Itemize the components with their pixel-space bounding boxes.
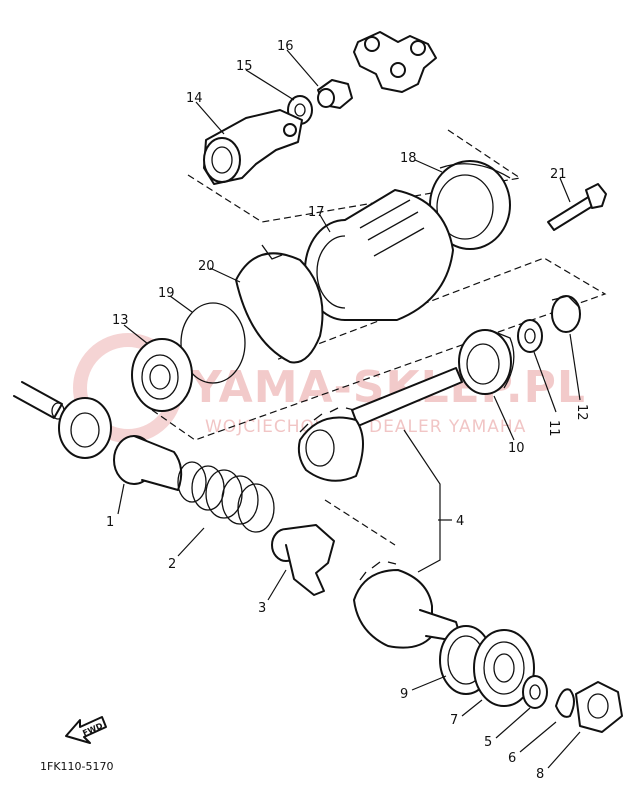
- o-ring-part-19: [180, 302, 246, 384]
- callout-17: 17: [308, 205, 325, 220]
- bolt-part-21: [547, 183, 607, 231]
- pinion-shaft: [297, 367, 463, 482]
- universal-joint: [353, 31, 437, 93]
- housing-part-17: [304, 189, 454, 321]
- callout-12: 12: [574, 404, 589, 421]
- callout-20: 20: [198, 259, 215, 274]
- callout-2: 2: [168, 557, 176, 572]
- diagram-code: 1FK110-5170: [40, 760, 114, 773]
- callout-1: 1: [106, 515, 114, 530]
- bearing-part-7: [473, 629, 535, 707]
- callout-11: 11: [546, 420, 561, 437]
- bearing-part-10: [458, 329, 515, 395]
- callout-8: 8: [536, 767, 544, 782]
- callout-labels: 1 2 3 4 5 6 7 8 9 10 11 12 13 14 15 16 1…: [106, 39, 589, 782]
- lock-washer-part-6: [555, 688, 575, 718]
- callout-3: 3: [258, 601, 266, 616]
- callout-6: 6: [508, 751, 516, 766]
- shim-part-11: [517, 319, 543, 353]
- callout-10: 10: [508, 441, 525, 456]
- callout-14: 14: [186, 91, 203, 106]
- fwd-label: FWD: [81, 721, 104, 738]
- washer-part-5: [522, 675, 548, 709]
- watermark-sub-text: WOJCIECHOWSKI DEALER YAMAHA: [205, 417, 526, 437]
- callout-21: 21: [550, 167, 567, 182]
- ring-gear: [353, 561, 463, 649]
- callout-13: 13: [112, 313, 129, 328]
- callout-16: 16: [277, 39, 294, 54]
- callout-18: 18: [400, 151, 417, 166]
- nut-part-16: [317, 79, 353, 109]
- collar-part-1: [113, 435, 183, 491]
- callout-4: 4: [456, 514, 464, 529]
- callout-9: 9: [400, 687, 408, 702]
- middle-group-outline: [151, 257, 607, 441]
- nut-part-8: [575, 681, 623, 733]
- callout-5: 5: [484, 735, 492, 750]
- lower-group-outline: [324, 499, 396, 546]
- collar-part-12: [551, 295, 581, 333]
- forward-arrow-icon: FWD: [65, 716, 107, 744]
- callout-7: 7: [450, 713, 458, 728]
- coupling-part-3: [271, 524, 335, 596]
- oil-seal-left: [58, 397, 112, 459]
- yoke-part-14: [203, 109, 303, 185]
- group-outlines: [151, 129, 607, 546]
- callout-15: 15: [236, 59, 253, 74]
- bearing-part-13: [131, 338, 193, 412]
- drive-shaft-stub: [13, 381, 65, 420]
- spring-part-2: [177, 461, 275, 533]
- callout-19: 19: [158, 286, 175, 301]
- lock-plate-part-20: [235, 244, 324, 364]
- leader-lines: [117, 49, 581, 769]
- cover-part-18: [429, 160, 511, 250]
